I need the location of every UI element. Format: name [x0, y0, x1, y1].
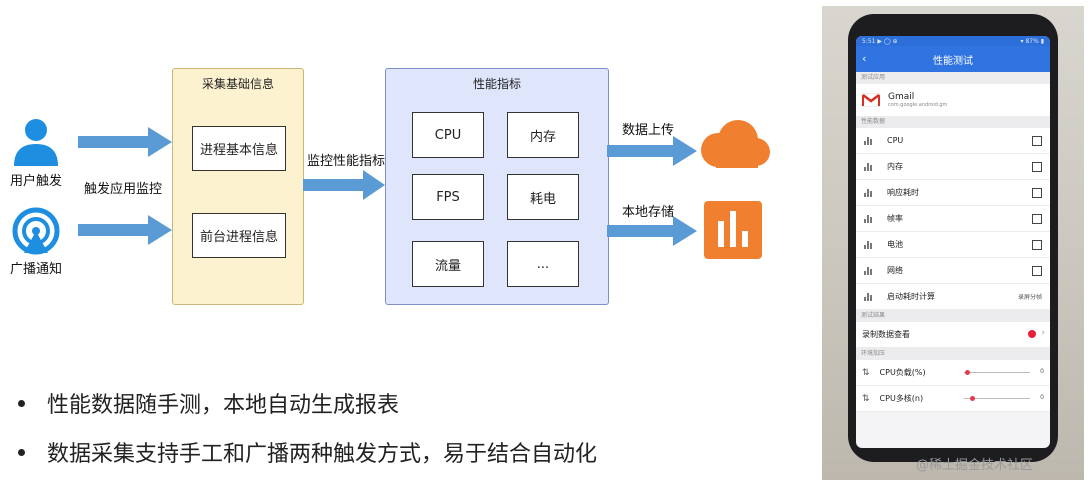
load-value: 0 — [1040, 368, 1044, 375]
load-value: 0 — [1040, 394, 1044, 401]
status-left: 5:51 ▶ ◯ ⊕ — [862, 37, 898, 45]
perf-checkbox[interactable] — [1032, 214, 1042, 224]
startup-value: 录屏分帧 — [1017, 294, 1042, 301]
test-app-row[interactable]: Gmail com.google.android.gm — [856, 84, 1050, 116]
app-bar: ‹ 性能测试 — [856, 46, 1050, 72]
perf-checkbox[interactable] — [1032, 266, 1042, 276]
arrow-user-to-collect — [78, 127, 172, 157]
perf-item-response-time[interactable]: 响应耗时 — [856, 180, 1050, 206]
arrow-metrics-to-storage — [607, 216, 697, 246]
section-env-pressure: 环境加压 — [856, 348, 1050, 360]
record-label: 录制数据查看 — [862, 330, 910, 339]
bar-chart-icon — [864, 188, 873, 197]
perf-checkbox[interactable] — [1032, 188, 1042, 198]
bullet-text: 性能数据随手测，本地自动生成报表 — [47, 393, 400, 418]
slider-knob[interactable] — [965, 370, 971, 375]
bar-chart-icon — [864, 214, 873, 223]
app-package: com.google.android.gm — [888, 102, 948, 108]
slider-knob[interactable] — [969, 396, 975, 401]
perf-item-network[interactable]: 网络 — [856, 258, 1050, 284]
metrics-panel-title: 性能指标 — [472, 77, 521, 91]
status-right: ▾ 87% ▮ — [1020, 37, 1044, 45]
data-upload-label: 数据上传 — [622, 123, 675, 138]
bar-chart-icon — [864, 240, 873, 249]
arrow-broadcast-to-collect — [78, 215, 172, 245]
section-perf-data: 性能数据 — [856, 116, 1050, 128]
section-test-app: 测试应用 — [856, 72, 1050, 84]
perf-item-label: CPU — [887, 136, 904, 145]
app-name: Gmail — [888, 92, 915, 102]
local-storage-label: 本地存储 — [622, 205, 675, 220]
perf-item-label: 响应耗时 — [887, 188, 919, 197]
load-item-cpu-cores[interactable]: ⇅ CPU多核(n) 0 — [856, 386, 1050, 412]
app-bar-title: 性能测试 — [933, 55, 973, 67]
load-item-label: CPU多核(n) — [879, 394, 924, 403]
perf-checkbox[interactable] — [1032, 162, 1042, 172]
watermark: @稀土掘金技术社区 — [916, 458, 1034, 473]
sliders-icon: ⇅ — [862, 367, 870, 378]
process-basic-info-box: 进程基本信息 — [192, 126, 286, 171]
load-item-label: CPU负载(%) — [879, 368, 926, 377]
perf-item-battery[interactable]: 电池 — [856, 232, 1050, 258]
back-arrow-icon[interactable]: ‹ — [862, 52, 867, 65]
chevron-right-icon: › — [1041, 328, 1045, 338]
bullet-item: 性能数据随手测，本地自动生成报表 — [18, 387, 399, 419]
arrow-metrics-to-cloud — [607, 136, 697, 166]
metric-power-box: 耗电 — [507, 174, 579, 220]
metrics-panel: 性能指标 CPU 内存 FPS 耗电 流量 ... — [385, 68, 609, 305]
arrow-collect-to-metrics — [303, 170, 385, 200]
bullet-item: 数据采集支持手工和广播两种触发方式，易于结合自动化 — [18, 436, 597, 468]
bullet-text: 数据采集支持手工和广播两种触发方式，易于结合自动化 — [47, 442, 598, 467]
monitor-metrics-label: 监控性能指标 — [307, 154, 386, 169]
perf-item-memory[interactable]: 内存 — [856, 154, 1050, 180]
bar-chart-icon — [864, 136, 873, 145]
gmail-icon — [862, 93, 880, 107]
load-slider[interactable] — [964, 370, 1030, 375]
perf-item-cpu[interactable]: CPU — [856, 128, 1050, 154]
sliders-icon: ⇅ — [862, 393, 870, 404]
bar-chart-icon — [864, 266, 873, 275]
metric-fps-box: FPS — [412, 174, 484, 220]
broadcast-icon — [12, 207, 60, 255]
record-dot-icon — [1028, 330, 1036, 338]
bar-chart-icon — [704, 201, 762, 259]
metric-more-box: ... — [507, 241, 579, 287]
collect-panel-title: 采集基础信息 — [201, 77, 274, 91]
perf-checkbox[interactable] — [1032, 240, 1042, 250]
record-data-row[interactable]: 录制数据查看 › — [856, 322, 1050, 348]
foreground-process-info-box: 前台进程信息 — [192, 213, 286, 258]
startup-time-row[interactable]: 启动耗时计算 录屏分帧 — [856, 284, 1050, 310]
startup-label: 启动耗时计算 — [887, 292, 935, 301]
perf-checkbox[interactable] — [1032, 136, 1042, 146]
load-slider[interactable] — [964, 396, 1030, 401]
metric-memory-box: 内存 — [507, 112, 579, 158]
bar-chart-icon — [864, 162, 873, 171]
trigger-monitor-label: 触发应用监控 — [84, 182, 163, 197]
cloud-icon — [701, 120, 770, 168]
load-item-cpu-load[interactable]: ⇅ CPU负载(%) 0 — [856, 360, 1050, 386]
collect-panel: 采集基础信息 进程基本信息 前台进程信息 — [172, 68, 304, 305]
perf-item-frame-rate[interactable]: 帧率 — [856, 206, 1050, 232]
perf-item-label: 帧率 — [887, 214, 903, 223]
perf-item-label: 网络 — [887, 266, 903, 275]
user-trigger-label: 用户触发 — [10, 174, 63, 189]
broadcast-label: 广播通知 — [10, 262, 63, 277]
bar-chart-icon — [864, 292, 873, 301]
metric-cpu-box: CPU — [412, 112, 484, 158]
status-bar: 5:51 ▶ ◯ ⊕ ▾ 87% ▮ — [856, 36, 1050, 46]
metric-traffic-box: 流量 — [412, 241, 484, 287]
person-icon — [14, 119, 58, 166]
section-test-result: 测试结果 — [856, 310, 1050, 322]
phone-screen: 5:51 ▶ ◯ ⊕ ▾ 87% ▮ ‹ 性能测试 测试应用 Gmail com… — [856, 36, 1050, 448]
perf-item-label: 电池 — [887, 240, 903, 249]
perf-item-label: 内存 — [887, 162, 903, 171]
